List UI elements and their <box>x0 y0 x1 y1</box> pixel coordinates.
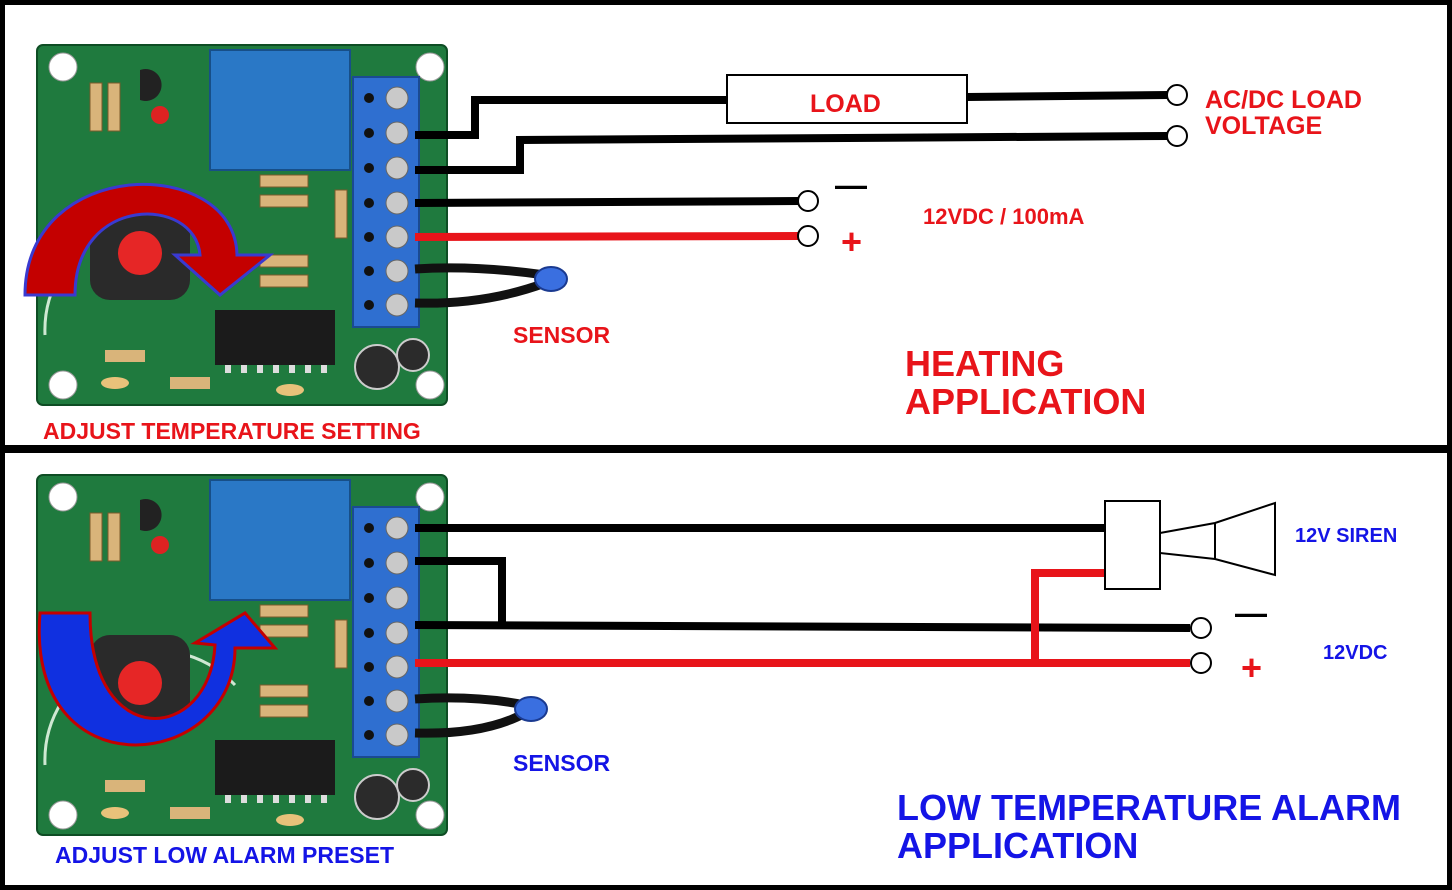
siren <box>1104 500 1276 590</box>
wire-plus <box>414 232 801 241</box>
sensor-cable <box>414 693 528 738</box>
supply-label: 12VDC <box>1323 642 1388 664</box>
adjust-arrow <box>37 611 279 747</box>
plus-sign: + <box>1241 647 1263 688</box>
supply-plus-terminal <box>797 225 819 247</box>
pot-knob <box>118 231 162 275</box>
capacitor <box>354 774 400 820</box>
sensor-label: SENSOR <box>513 750 611 776</box>
capacitor <box>354 344 400 390</box>
wire-load-2 <box>966 91 1169 101</box>
pcb-board <box>36 44 448 406</box>
heating-title: HEATING APPLICATION <box>905 343 1147 422</box>
minus-sign: — <box>835 167 867 203</box>
supply-minus-terminal <box>1190 617 1212 639</box>
led <box>151 106 169 124</box>
wire-minus <box>414 621 1191 632</box>
ic1-chip <box>215 310 335 365</box>
sensor-probe <box>534 266 568 292</box>
load-terminal-2 <box>1166 125 1188 147</box>
alarm-title: LOW TEMPERATURE ALARM APPLICATION <box>897 787 1401 866</box>
supply-minus-terminal <box>797 190 819 212</box>
adjust-arrow <box>23 182 275 297</box>
relay <box>209 479 351 601</box>
terminal-block <box>352 76 420 328</box>
adjust-temperature-label: ADJUST TEMPERATURE SETTING <box>43 418 421 444</box>
terminal-block <box>352 506 420 758</box>
siren-label: 12V SIREN <box>1295 525 1398 547</box>
pot-knob <box>118 661 162 705</box>
sensor-label: SENSOR <box>513 322 611 348</box>
load-box <box>726 74 968 124</box>
wire-minus <box>414 197 801 207</box>
wire-bridge <box>415 557 506 625</box>
low-temperature-alarm-panel: 12V SIREN — + 12VDC SENSOR LOW TEMPERATU… <box>0 450 1452 890</box>
load-voltage-label: AC/DC LOAD VOLTAGE <box>1205 86 1362 141</box>
sensor-cable <box>414 263 547 308</box>
adjust-alarm-label: ADJUST LOW ALARM PRESET <box>55 842 395 868</box>
ic1-chip <box>215 740 335 795</box>
wire-siren-2 <box>1031 569 1105 663</box>
supply-label: 12VDC / 100mA <box>923 204 1085 229</box>
wire-voltage <box>415 132 1169 174</box>
relay <box>209 49 351 171</box>
load-label: LOAD <box>810 90 881 118</box>
sensor-probe <box>514 696 548 722</box>
supply-plus-terminal <box>1190 652 1212 674</box>
transistor <box>140 69 162 102</box>
alarm-wiring-diagram <box>36 474 1276 836</box>
plus-sign: + <box>841 221 863 262</box>
heating-application-panel: LOAD AC/DC LOAD VOLTAGE — + 12VDC / 100m… <box>0 0 1452 450</box>
wire-load-1 <box>415 96 727 139</box>
load-terminal-1 <box>1166 84 1188 106</box>
heating-wiring-diagram <box>23 44 1188 406</box>
minus-sign: — <box>1235 595 1267 631</box>
